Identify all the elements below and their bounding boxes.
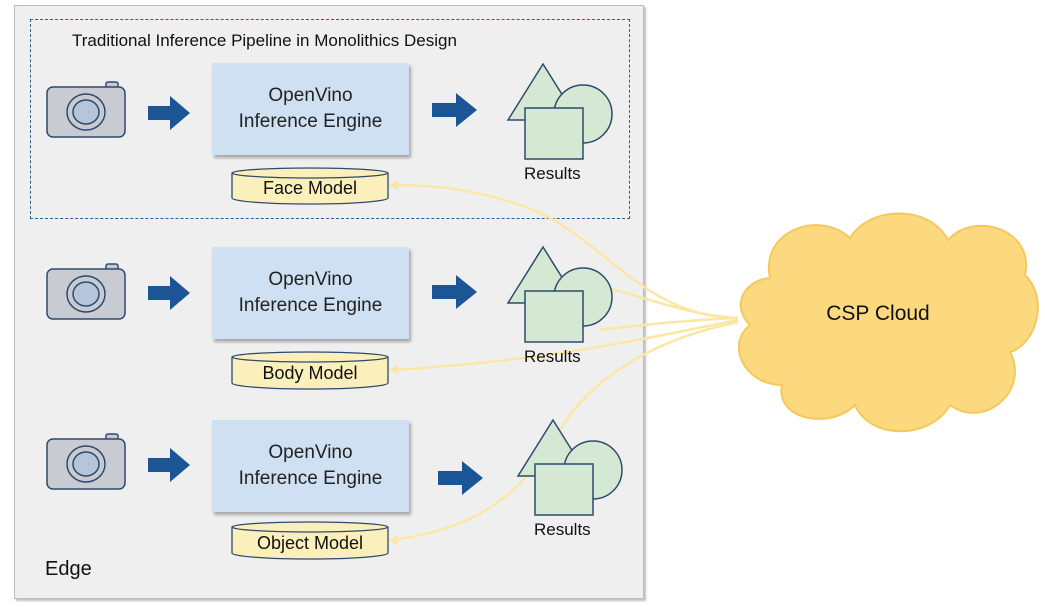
connector-body-model: [391, 318, 739, 372]
inference-engine-box: OpenVino Inference Engine: [212, 63, 409, 155]
camera-icon: [46, 81, 126, 138]
results-label: Results: [524, 347, 581, 366]
engine-line2: Inference Engine: [238, 468, 383, 489]
edge-label: Edge: [45, 558, 92, 580]
engine-line2: Inference Engine: [238, 111, 383, 132]
pipeline-title: Traditional Inference Pipeline in Monoli…: [72, 31, 457, 50]
connector-face-model: [391, 183, 739, 320]
cloud-label: CSP Cloud: [826, 302, 930, 325]
database-cylinder-icon: [231, 521, 389, 560]
inference-engine-box: OpenVino Inference Engine: [212, 420, 409, 512]
results-shapes-icon: [506, 62, 613, 160]
inference-engine-box: OpenVino Inference Engine: [212, 247, 409, 339]
object-model-label: Object Model: [256, 533, 364, 553]
database-cylinder-icon: [231, 167, 389, 205]
camera-icon: [46, 433, 126, 490]
body-model-label: Body Model: [262, 363, 358, 383]
right-arrow-icon: [432, 93, 477, 127]
right-arrow-icon: [148, 96, 190, 130]
engine-line1: OpenVino: [268, 269, 353, 290]
right-arrow-icon: [148, 448, 190, 482]
face-model-label: Face Model: [262, 178, 358, 198]
results-label: Results: [534, 520, 591, 539]
connector-results-2: [599, 316, 739, 332]
right-arrow-icon: [432, 275, 477, 309]
results-shapes-icon: [516, 418, 623, 516]
right-arrow-icon: [148, 276, 190, 310]
connector-arrowheads: [388, 180, 398, 545]
database-cylinder-icon: [231, 351, 389, 390]
engine-line1: OpenVino: [268, 85, 353, 106]
camera-icon: [46, 263, 126, 320]
engine-line2: Inference Engine: [238, 295, 383, 316]
engine-line1: OpenVino: [268, 442, 353, 463]
right-arrow-icon: [438, 461, 483, 495]
cloud-icon: [738, 212, 1039, 433]
results-shapes-icon: [506, 245, 613, 343]
results-label: Results: [524, 164, 581, 183]
monolithic-pipeline-box: [30, 19, 630, 219]
